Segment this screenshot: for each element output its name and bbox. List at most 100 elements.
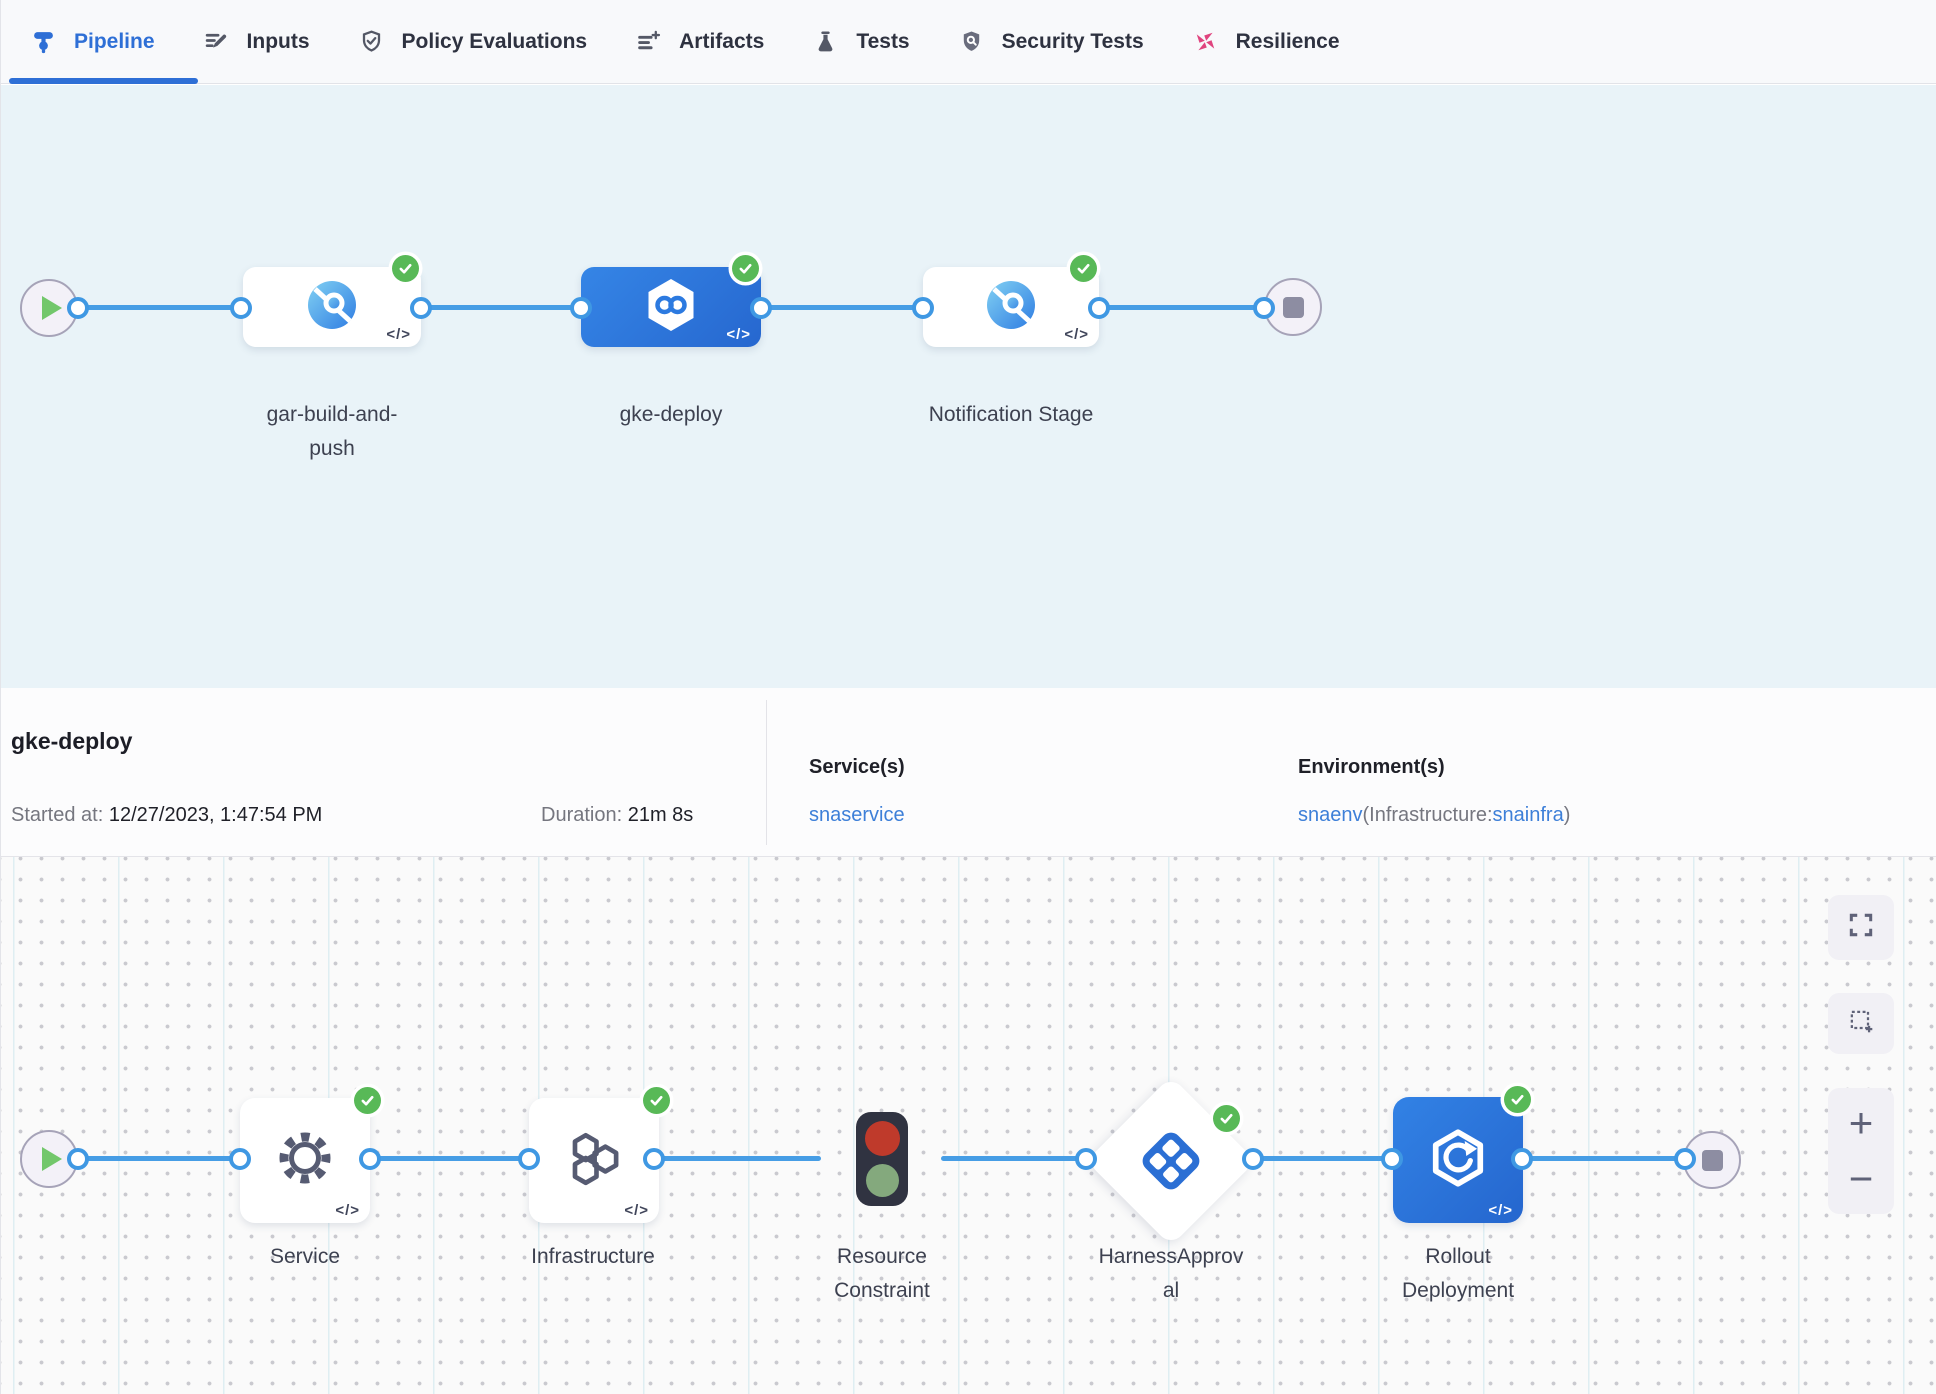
edge bbox=[1253, 1156, 1392, 1161]
traffic-light-green bbox=[865, 1164, 899, 1198]
connector-pin bbox=[359, 1148, 381, 1170]
rollout-deployment-icon bbox=[1425, 1125, 1491, 1196]
success-badge bbox=[643, 1087, 670, 1114]
traffic-light-red bbox=[864, 1120, 900, 1156]
security-tests-icon bbox=[959, 29, 984, 54]
edge bbox=[1522, 1156, 1685, 1161]
duration: Duration: 21m 8s bbox=[541, 804, 693, 827]
connector-pin bbox=[67, 1148, 89, 1170]
tab-inputs[interactable]: Inputs bbox=[204, 29, 310, 54]
stop-icon bbox=[1282, 296, 1304, 318]
connector-pin bbox=[1253, 297, 1275, 319]
selected-stage-title: gke-deploy bbox=[11, 728, 133, 754]
tab-artifacts[interactable]: Artifacts bbox=[636, 29, 764, 54]
service-link[interactable]: snaservice bbox=[809, 804, 905, 826]
edge bbox=[421, 305, 581, 310]
zoom-in-button[interactable]: + bbox=[1848, 1099, 1874, 1146]
connector-pin bbox=[1088, 297, 1110, 319]
tab-label: Artifacts bbox=[679, 29, 765, 53]
started-at-value: 12/27/2023, 1:47:54 PM bbox=[108, 804, 323, 826]
connector-pin bbox=[410, 297, 432, 319]
connector-pin bbox=[230, 297, 252, 319]
services-label: Service(s) bbox=[809, 756, 905, 778]
stage-label: gke-deploy bbox=[619, 403, 723, 426]
connector-pin bbox=[229, 1148, 251, 1170]
connector-pin bbox=[67, 297, 89, 319]
started-at: Started at: 12/27/2023, 1:47:54 PM bbox=[11, 804, 322, 827]
step-label: Resource Constraint bbox=[834, 1245, 930, 1302]
edge bbox=[941, 1156, 1086, 1161]
zoom-panel: + − bbox=[1828, 1088, 1894, 1214]
marquee-select-button[interactable] bbox=[1828, 993, 1894, 1054]
infrastructure-suffix: ) bbox=[1563, 804, 1571, 826]
success-badge bbox=[354, 1087, 381, 1114]
code-glyph: </> bbox=[726, 326, 751, 343]
tab-label: Inputs bbox=[246, 29, 310, 53]
duration-value: 21m 8s bbox=[627, 804, 694, 826]
connector-pin bbox=[912, 297, 934, 319]
stage-card-gar-build-and-push[interactable]: </> bbox=[243, 255, 421, 347]
edge bbox=[78, 305, 241, 310]
connector-pin bbox=[1075, 1148, 1097, 1170]
connector-pin bbox=[643, 1148, 665, 1170]
tab-tests[interactable]: Tests bbox=[813, 29, 910, 54]
zoom-out-button[interactable]: − bbox=[1848, 1155, 1874, 1202]
connector-pin bbox=[1242, 1148, 1264, 1170]
pipeline-icon bbox=[31, 29, 56, 54]
step-card-service[interactable]: </> bbox=[240, 1087, 381, 1223]
connector-pin bbox=[518, 1148, 540, 1170]
environment-link[interactable]: snaenv bbox=[1298, 804, 1363, 826]
start-node bbox=[20, 1130, 78, 1188]
success-badge bbox=[1070, 255, 1097, 282]
success-badge bbox=[392, 255, 419, 282]
policy-evaluations-icon bbox=[359, 29, 384, 54]
active-tab-underline bbox=[9, 78, 198, 84]
tab-security-tests[interactable]: Security Tests bbox=[959, 29, 1144, 54]
connector-pin bbox=[1511, 1148, 1533, 1170]
marquee-selection-icon bbox=[1847, 1007, 1875, 1040]
code-glyph: </> bbox=[1064, 326, 1089, 343]
step-card-infrastructure[interactable]: </> bbox=[529, 1087, 670, 1223]
stage-label: Notification Stage bbox=[928, 403, 1094, 426]
step-resource-constraint[interactable] bbox=[856, 1112, 908, 1206]
edge bbox=[654, 1156, 821, 1161]
cd-stage-icon bbox=[642, 276, 700, 339]
execution-details-bar bbox=[1, 688, 1936, 857]
tab-policy-evaluations[interactable]: Policy Evaluations bbox=[359, 29, 588, 54]
ci-stage-icon bbox=[306, 279, 358, 336]
infrastructure-link[interactable]: snainfra bbox=[1492, 804, 1564, 826]
step-card-rollout-deployment[interactable]: </> bbox=[1393, 1086, 1531, 1223]
tab-label: Policy Evaluations bbox=[401, 29, 588, 53]
code-glyph: </> bbox=[335, 1202, 360, 1219]
stage-graph-canvas bbox=[1, 85, 1936, 688]
play-icon bbox=[42, 296, 62, 320]
fullscreen-button[interactable] bbox=[1828, 895, 1894, 960]
tab-bar: Pipeline Inputs Policy Evaluations bbox=[1, 0, 1936, 84]
environment-value: snaenv(Infrastructure:snainfra) bbox=[1298, 804, 1570, 827]
tab-label: Resilience bbox=[1235, 29, 1340, 53]
code-glyph: </> bbox=[386, 326, 411, 343]
step-label: HarnessApproval bbox=[1098, 1245, 1244, 1302]
tab-pipeline[interactable]: Pipeline bbox=[31, 29, 155, 54]
edge bbox=[761, 305, 923, 310]
inputs-icon bbox=[204, 29, 229, 54]
success-badge bbox=[1504, 1086, 1531, 1113]
divider bbox=[766, 700, 767, 845]
fullscreen-icon bbox=[1847, 911, 1875, 944]
stage-card-notification-stage[interactable]: </> bbox=[923, 255, 1099, 347]
tab-resilience[interactable]: Resilience bbox=[1193, 29, 1340, 54]
tab-label: Security Tests bbox=[1001, 29, 1144, 53]
tab-label: Pipeline bbox=[74, 29, 155, 53]
tests-icon bbox=[813, 29, 838, 54]
stop-icon bbox=[1701, 1149, 1723, 1171]
ci-stage-icon bbox=[985, 279, 1037, 336]
stage-card-gke-deploy[interactable]: </> bbox=[581, 255, 761, 347]
success-badge bbox=[732, 255, 759, 282]
hexagons-icon bbox=[563, 1127, 625, 1194]
step-label: Service bbox=[269, 1245, 341, 1268]
resilience-icon bbox=[1193, 29, 1218, 54]
duration-label: Duration: bbox=[541, 804, 623, 826]
connector-pin bbox=[1381, 1148, 1403, 1170]
connector-pin bbox=[750, 297, 772, 319]
